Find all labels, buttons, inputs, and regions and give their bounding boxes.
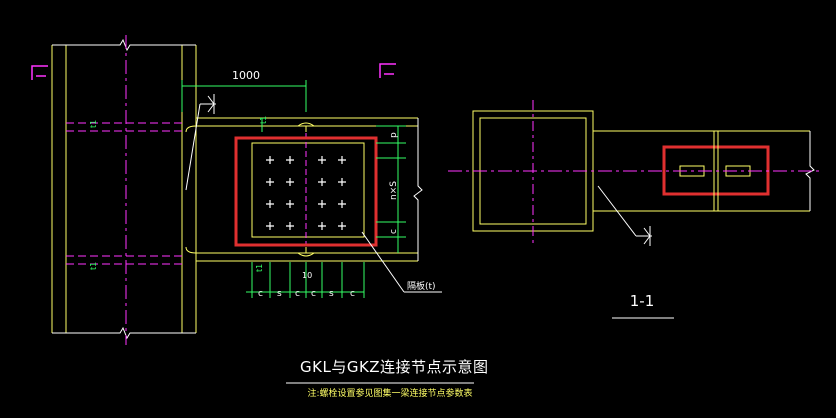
dimension-bottom <box>246 262 365 298</box>
splice-plate <box>251 142 365 238</box>
bolt <box>286 200 294 208</box>
dimension-right <box>376 125 406 253</box>
bolt <box>318 200 326 208</box>
bolt <box>286 156 294 164</box>
dim-10: 10 <box>302 271 312 280</box>
bolt <box>266 200 274 208</box>
dim-t1-plate: t1 <box>259 116 268 124</box>
dim-bottom-label: s <box>277 289 282 299</box>
dim-bottom-label: c <box>258 289 263 299</box>
bolt <box>266 156 274 164</box>
section-marker-left <box>31 65 48 80</box>
dim-bottom-label: c <box>311 289 316 299</box>
beam-gkl <box>185 117 423 262</box>
weld-leader <box>185 94 216 191</box>
dim-t1-lower: t1 <box>89 262 98 270</box>
section-label: 1-1 <box>629 292 655 310</box>
dim-ns: n×S <box>389 181 399 200</box>
dim-bottom-label: s <box>329 289 334 299</box>
highlight-box-splice <box>234 136 378 247</box>
bolt <box>318 178 326 186</box>
bolt-group <box>266 156 346 230</box>
section-marker-right <box>379 63 396 78</box>
bolt <box>266 222 274 230</box>
bolt <box>338 178 346 186</box>
bolt <box>266 178 274 186</box>
dim-bottom-label: c <box>295 289 300 299</box>
drawing-title: GKL与GKZ连接节点示意图 <box>300 358 489 376</box>
bolt <box>318 156 326 164</box>
dim-p: p <box>389 132 399 138</box>
bolt <box>286 222 294 230</box>
column-stiffeners <box>66 122 182 265</box>
dimension-1000-text: 1000 <box>232 69 260 82</box>
drawing-note: 注:螺栓设置参见图集一梁连接节点参数表 <box>307 389 473 399</box>
bolt <box>338 156 346 164</box>
dim-c-right: c <box>389 229 399 234</box>
section-weld-leader <box>597 185 652 246</box>
dim-t1-bottom: t1 <box>255 264 264 272</box>
dim-t1-upper: t1 <box>89 120 98 128</box>
bolt <box>318 222 326 230</box>
bolt <box>338 222 346 230</box>
bolt <box>286 178 294 186</box>
dim-bottom-label: c <box>350 289 355 299</box>
dimension-1000 <box>181 80 307 112</box>
plate-label-leader <box>361 231 405 293</box>
plate-label: 隔板(t) <box>407 280 436 292</box>
bolt <box>338 200 346 208</box>
